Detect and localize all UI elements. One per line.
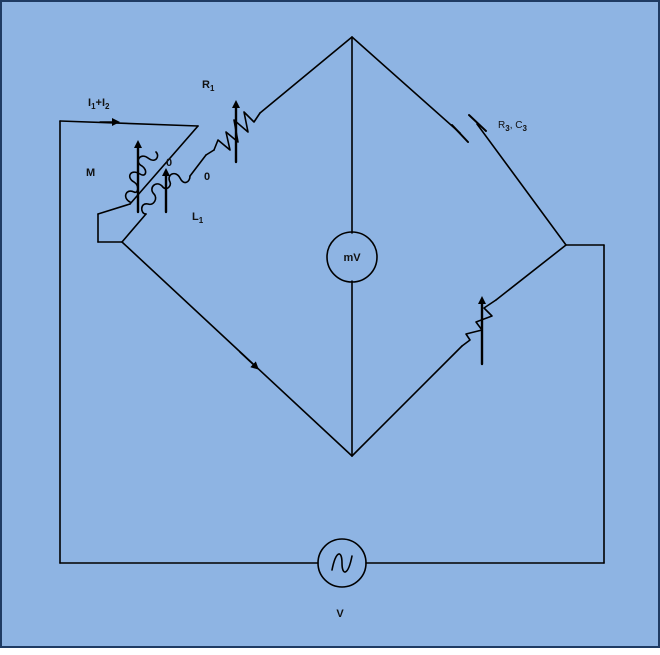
label-r3-c3: R3, C3 bbox=[498, 120, 527, 133]
meter-label: mV bbox=[343, 252, 361, 264]
label-l1: L1 bbox=[192, 211, 204, 225]
wire-mutual-to-stub bbox=[97, 203, 131, 215]
millivoltmeter-icon bbox=[326, 231, 378, 283]
label-zero-bottom: 0 bbox=[204, 171, 210, 183]
label-m: M bbox=[86, 167, 95, 179]
wire-l1-to-r1 bbox=[189, 154, 207, 177]
label-zero-top: 0 bbox=[166, 157, 172, 169]
wire-r1-tail bbox=[205, 149, 215, 156]
wire-capacitor-to-right bbox=[476, 123, 567, 246]
mutual-inductor-coil bbox=[124, 151, 159, 203]
wire-top-to-r1 bbox=[259, 36, 353, 114]
inductor-l1-coil bbox=[140, 172, 191, 215]
source-label: V bbox=[336, 608, 344, 620]
wire-left-to-bottom bbox=[121, 241, 353, 457]
label-r1: R1 bbox=[202, 79, 215, 93]
wire-r4-to-right bbox=[495, 244, 567, 301]
current-direction-arrow-icon bbox=[239, 351, 259, 370]
wire-node-to-l1 bbox=[121, 213, 147, 243]
wire-top-left bbox=[59, 120, 199, 127]
label-current-main: I1+I2 bbox=[88, 97, 110, 111]
resistor-r4 bbox=[461, 299, 497, 347]
capacitor-plate-1 bbox=[451, 124, 469, 143]
wire-to-mutual-coil bbox=[129, 125, 199, 205]
capacitor-plate-2 bbox=[468, 114, 487, 132]
wire-bottom-to-r4 bbox=[351, 345, 463, 457]
ac-sine-icon bbox=[331, 553, 353, 573]
wire-top-to-capacitor bbox=[351, 36, 461, 134]
